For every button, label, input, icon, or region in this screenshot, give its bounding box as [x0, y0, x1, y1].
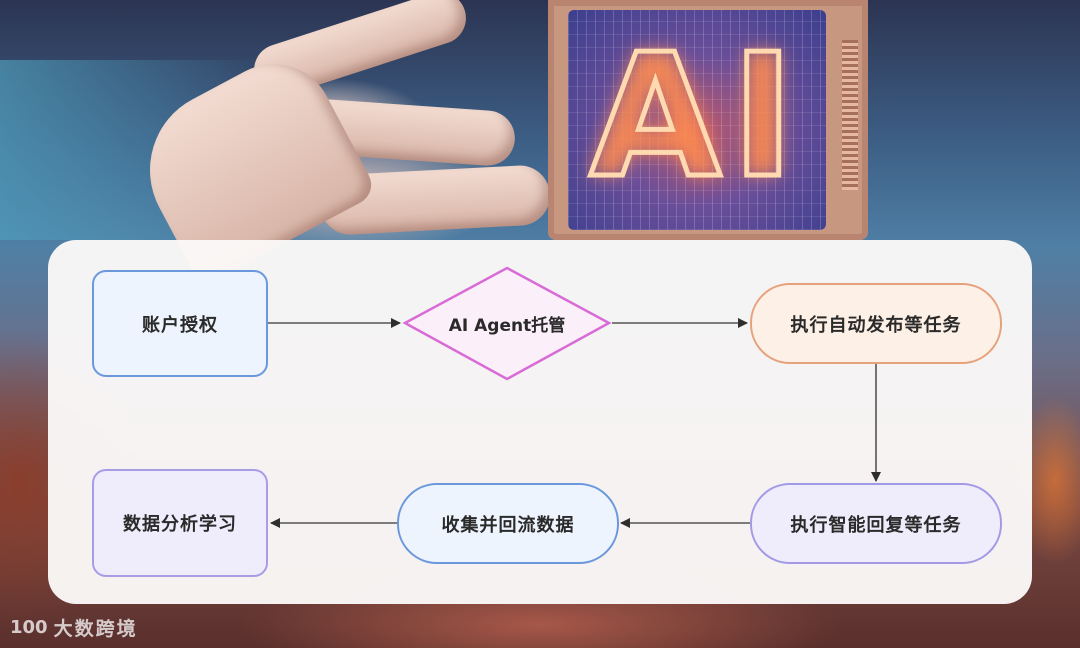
chip-ai-text: AI [587, 18, 805, 216]
node-label: 数据分析学习 [123, 514, 237, 535]
node-label: AI Agent托管 [448, 316, 566, 336]
node-smart-reply: 执行智能回复等任务 [750, 483, 1002, 564]
watermark-text: 大数跨境 [53, 618, 138, 640]
diamond-shape [402, 266, 612, 381]
node-ai-agent: AI Agent托管 [402, 266, 612, 381]
watermark: 100 大数跨境 [10, 614, 138, 641]
node-data-analysis: 数据分析学习 [92, 469, 268, 577]
node-label: 执行智能回复等任务 [790, 514, 962, 536]
node-label: 收集并回流数据 [441, 514, 575, 536]
node-label: 执行自动发布等任务 [790, 314, 962, 336]
ai-chip-illustration: AI [548, 0, 868, 240]
node-auto-publish: 执行自动发布等任务 [750, 283, 1002, 364]
watermark-logo-icon: 100 [10, 617, 48, 638]
node-collect-data: 收集并回流数据 [397, 483, 619, 564]
node-account-auth: 账户授权 [92, 270, 268, 377]
node-label: 账户授权 [142, 314, 218, 336]
